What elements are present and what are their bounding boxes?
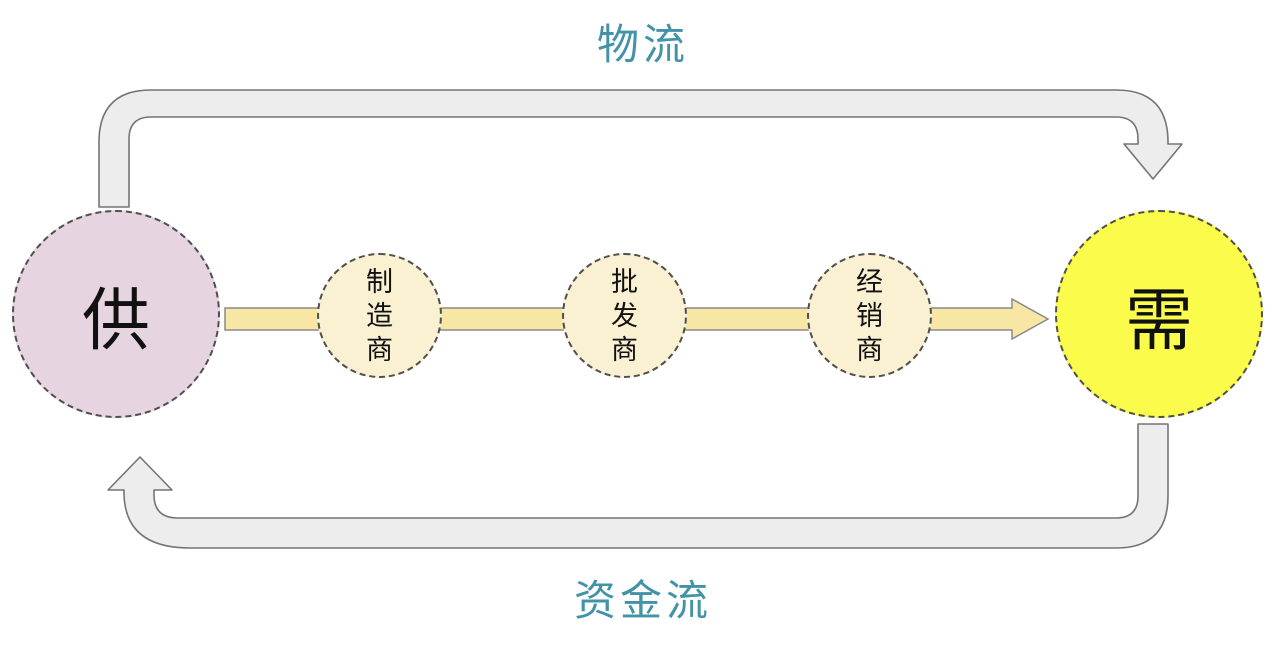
wholesaler-node-label: 批发商	[611, 266, 638, 365]
demand-node: 需	[1055, 210, 1263, 418]
wholesaler-node: 批发商	[562, 253, 687, 378]
logistics-arrow	[98, 89, 1183, 208]
distributor-node-label: 经销商	[856, 266, 883, 365]
manufacturer-node-label: 制造商	[366, 266, 393, 365]
logistics-flow-label: 物流	[596, 21, 689, 68]
capital-flow-label: 资金流	[573, 577, 712, 624]
capital-flow-arrow	[107, 423, 1169, 549]
supply-node: 供	[12, 210, 220, 418]
supply-node-label: 供	[81, 282, 150, 359]
distributor-node: 经销商	[807, 253, 932, 378]
manufacturer-node: 制造商	[317, 253, 442, 378]
demand-node-label: 需	[1124, 282, 1193, 359]
